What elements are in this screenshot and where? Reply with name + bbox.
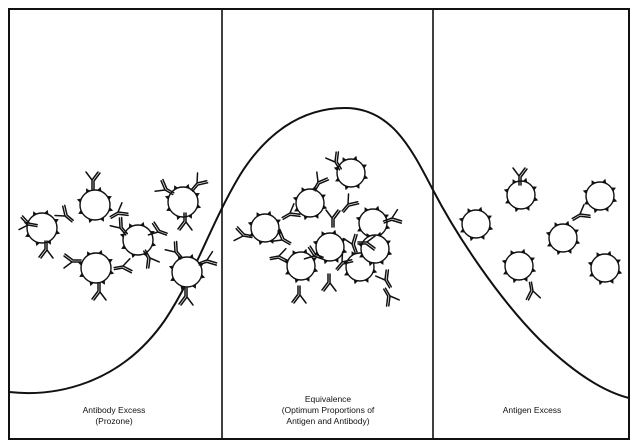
- antibody-y-shape: [63, 253, 82, 269]
- antigen-particle: [503, 177, 539, 213]
- antigen-particle: [77, 249, 115, 287]
- antibody-y-shape: [109, 216, 129, 236]
- antigen-particle: [164, 183, 202, 221]
- antibody-y-shape: [178, 287, 194, 306]
- caption-antibody-excess-line1: Antibody Excess: [83, 405, 146, 415]
- antibody-y-shape: [525, 281, 542, 301]
- antibody-y-shape: [154, 178, 175, 196]
- antibody-y-shape: [325, 151, 342, 171]
- antibody-y-shape: [147, 221, 168, 236]
- caption-antibody-excess-line2: (Prozone): [95, 416, 132, 426]
- antibody-y-shape: [303, 245, 324, 260]
- antigen-particle: [342, 249, 378, 285]
- antibody-y-shape: [341, 193, 360, 213]
- antibody-y-shape: [512, 167, 528, 186]
- antibody-y-shape: [271, 228, 292, 246]
- antibody-y-shape: [85, 171, 101, 190]
- antibody-y-shape: [164, 240, 184, 260]
- antigen-particle: [23, 209, 61, 247]
- antigen-particle: [545, 220, 581, 256]
- antibody-y-shape: [197, 250, 218, 266]
- antibody-y-shape: [312, 171, 330, 192]
- antigen-particle: [168, 253, 206, 291]
- antibody-y-shape: [382, 208, 403, 224]
- antigen-particle: [119, 221, 157, 259]
- caption-equivalence-line1: Equivalence: [305, 394, 352, 404]
- caption-equivalence-line3: Antigen and Antibody): [286, 416, 369, 426]
- antibody-y-shape: [190, 172, 209, 192]
- antigen-particle: [76, 186, 114, 224]
- antibody-y-shape: [342, 233, 358, 254]
- antibody-y-shape: [91, 282, 107, 301]
- antigen-particle: [587, 250, 623, 286]
- antibody-y-shape: [335, 251, 354, 271]
- antibody-y-shape: [291, 285, 307, 304]
- antibody-y-shape: [143, 249, 160, 269]
- caption-antigen-excess: Antigen Excess: [503, 405, 562, 415]
- precipitation-curve: [8, 106, 630, 399]
- caption-equivalence-line2: (Optimum Proportions of: [282, 405, 375, 415]
- antibody-y-shape: [233, 226, 253, 242]
- antibody-y-shape: [38, 240, 54, 259]
- antigen-particle: [333, 155, 369, 191]
- antigen-particle: [292, 185, 328, 221]
- antigen-particle: [283, 248, 319, 284]
- antibody-y-shape: [325, 209, 341, 228]
- antibody-y-shape: [54, 204, 74, 223]
- antigen-particle: [458, 206, 494, 242]
- antibody-y-shape: [375, 269, 392, 289]
- diagram-frame: [8, 8, 630, 440]
- antibody-y-shape: [109, 202, 129, 219]
- antibody-y-shape: [321, 273, 337, 292]
- antigen-particle: [582, 178, 618, 214]
- antibody-y-shape: [571, 204, 591, 221]
- antigen-particle: [501, 248, 537, 284]
- antibody-y-shape: [18, 215, 38, 231]
- antibody-y-shape: [269, 247, 289, 264]
- antigen-antibody-complexes: [18, 151, 623, 307]
- antibody-y-shape: [177, 212, 193, 231]
- antibody-y-shape: [113, 257, 133, 274]
- antibody-y-shape: [383, 287, 400, 307]
- antibody-y-shape: [281, 203, 301, 220]
- antibody-y-shape: [357, 235, 376, 251]
